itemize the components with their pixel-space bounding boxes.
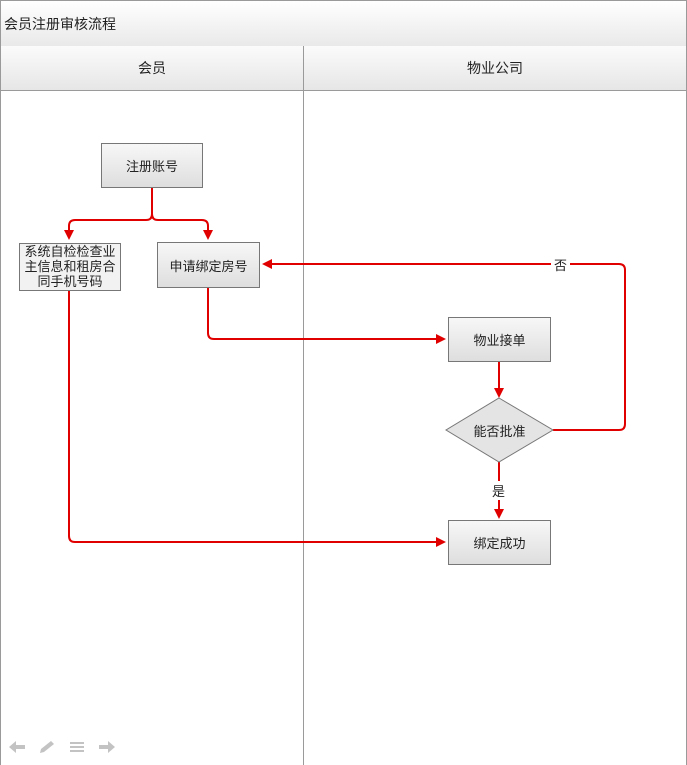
lane-header-property: 物业公司 [303, 46, 687, 91]
edge-register-to-apply [151, 213, 213, 240]
node-system-check: 系统自检检查业主信息和租房合同手机号码 [19, 243, 121, 291]
forward-arrow-icon[interactable] [98, 740, 116, 754]
node-approve-label: 能否批准 [473, 424, 526, 440]
edge-approve-no [262, 259, 626, 431]
lane-header-member: 会员 [0, 46, 304, 91]
node-bind-success: 绑定成功 [448, 520, 551, 565]
edge-apply-to-order [207, 288, 446, 344]
slide-toolbar [8, 740, 116, 754]
page-title: 会员注册审核流程 [4, 17, 116, 33]
pen-icon[interactable] [38, 740, 56, 754]
edge-check-to-success [68, 291, 446, 547]
node-take-order: 物业接单 [448, 317, 551, 362]
node-apply-bind: 申请绑定房号 [157, 242, 260, 288]
node-register: 注册账号 [101, 143, 203, 188]
approve-diamond-shape [445, 397, 554, 463]
back-arrow-icon[interactable] [8, 740, 26, 754]
menu-icon[interactable] [68, 740, 86, 754]
title-bar: 会员注册审核流程 [0, 0, 687, 47]
edge-label-yes: 是 [489, 481, 509, 500]
edge-register-to-check [64, 188, 153, 240]
edge-label-no: 否 [551, 255, 571, 274]
